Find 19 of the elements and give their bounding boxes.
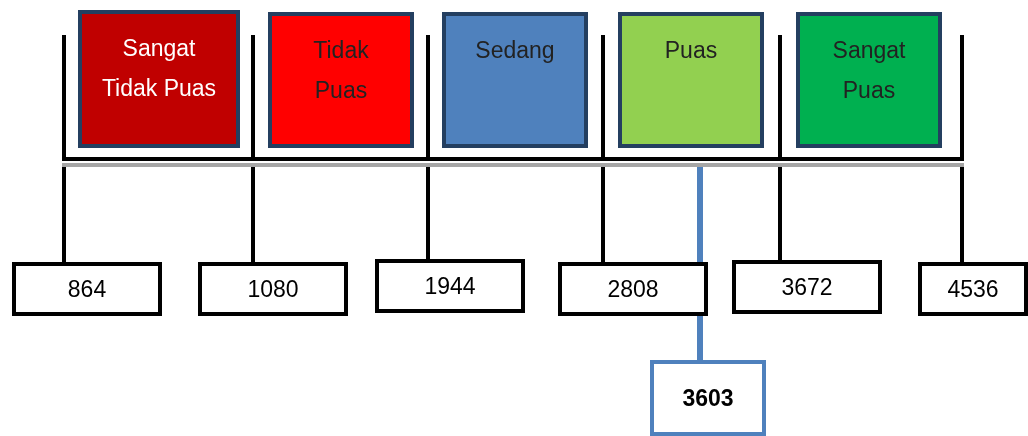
category-box: Sedang	[442, 12, 588, 148]
value-box: 3672	[732, 260, 882, 314]
category-box: Sangat Puas	[796, 12, 942, 148]
tick-line	[426, 167, 430, 259]
value-box: 2808	[558, 262, 708, 316]
tick-line	[62, 167, 66, 262]
value-box: 1080	[198, 262, 348, 316]
result-box: 3603	[650, 360, 766, 436]
tick-line	[960, 167, 964, 262]
category-box: Puas	[618, 12, 764, 148]
value-box: 1944	[375, 259, 525, 313]
value-box: 4536	[918, 262, 1028, 316]
tick-line	[601, 167, 605, 262]
value-box: 864	[12, 262, 162, 316]
category-box: Sangat Tidak Puas	[78, 10, 240, 148]
tick-line	[778, 167, 782, 260]
scale-axis	[62, 157, 964, 167]
tick-line	[251, 167, 255, 262]
category-box: Tidak Puas	[268, 12, 414, 148]
